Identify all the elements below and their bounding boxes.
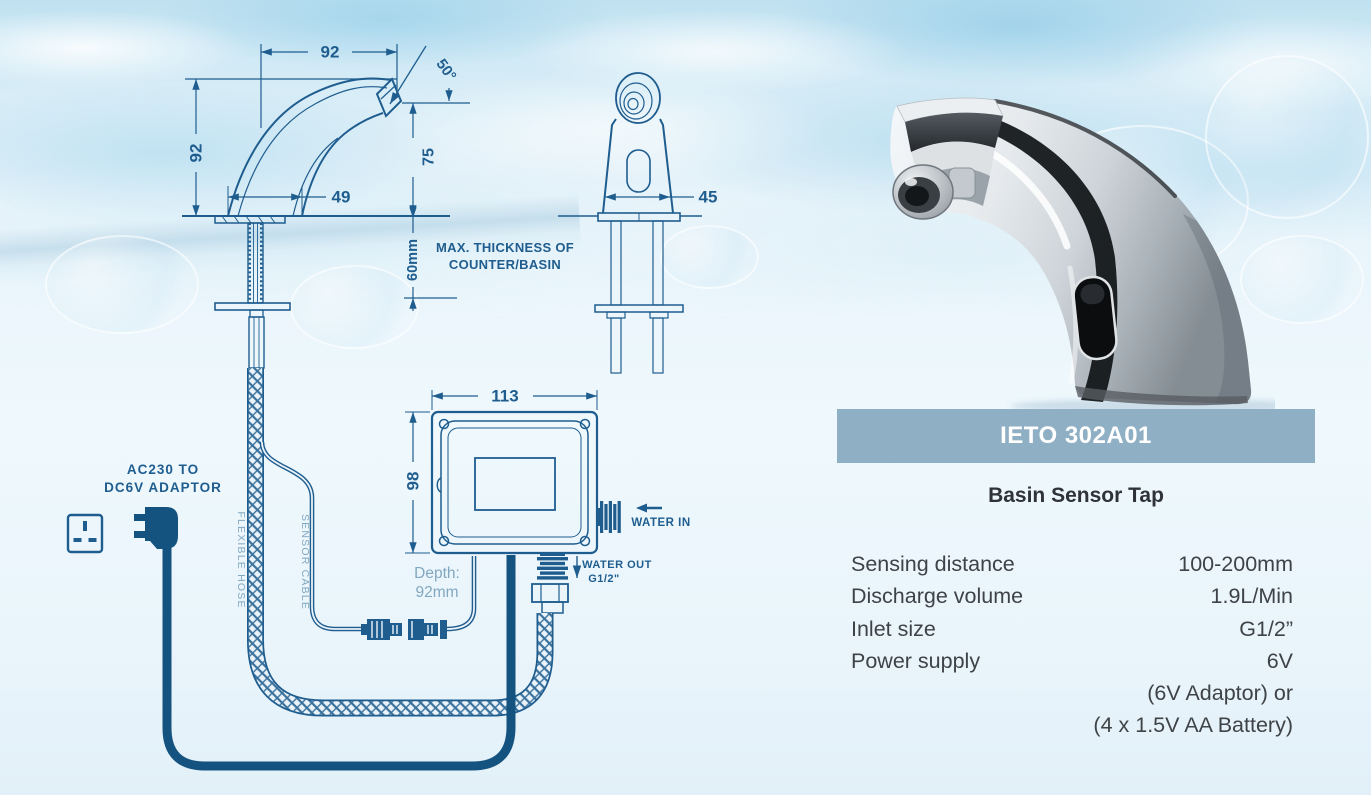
spec-table: Sensing distance 100-200mm Discharge vol…	[851, 548, 1293, 742]
control-box	[405, 390, 662, 614]
sensor-window	[1072, 275, 1118, 361]
spec-row: (6V Adaptor) or	[851, 677, 1293, 709]
spec-row: (4 x 1.5V AA Battery)	[851, 709, 1293, 741]
product-photo	[890, 97, 1275, 413]
front-view	[558, 72, 702, 374]
water-out-label-line2: G1/2"	[588, 573, 620, 585]
model-banner-text: IETO 302A01	[1000, 422, 1152, 449]
flexible-hose	[247, 368, 554, 717]
power-plug-icon	[134, 507, 178, 549]
water-out-label-line1: WATER OUT	[582, 559, 652, 571]
dim-counter-thickness-label: 60mm	[405, 239, 421, 281]
spec-row: Inlet size G1/2”	[851, 613, 1293, 645]
water-out-fitting	[537, 553, 568, 580]
spec-label: Power supply	[851, 648, 981, 673]
spec-row: Sensing distance 100-200mm	[851, 548, 1293, 580]
spec-value: (4 x 1.5V AA Battery)	[1093, 713, 1293, 738]
depth-label-line2: 92mm	[415, 584, 458, 601]
spec-label: Sensing distance	[851, 552, 1015, 576]
dim-height-left-label: 92	[187, 144, 206, 163]
spec-row: Power supply 6V	[851, 645, 1293, 677]
adaptor-label-line1: AC230 TO	[127, 462, 199, 477]
counter-note-line2: COUNTER/BASIN	[449, 257, 561, 272]
depth-label-line1: Depth:	[414, 565, 460, 582]
dim-angle-label: 50°	[432, 56, 459, 84]
model-banner: IETO 302A01	[837, 409, 1315, 463]
dim-top-width-label: 92	[321, 43, 340, 62]
sensor-cable	[259, 441, 477, 640]
product-name: Basin Sensor Tap	[988, 484, 1164, 507]
spec-label: Inlet size	[851, 616, 936, 641]
faucet-black-stripe	[973, 114, 1118, 402]
flexible-hose-label: FLEXIBLE HOSE	[235, 511, 247, 608]
connector-ribs	[371, 621, 433, 638]
power-cable	[162, 548, 516, 771]
sensor-cable-label: SENSOR CABLE	[299, 514, 311, 610]
cable-connector-icon	[361, 619, 447, 640]
dim-front-width-label: 45	[699, 188, 718, 207]
spec-label: Discharge volume	[851, 584, 1024, 609]
spec-value: 6V	[1266, 648, 1293, 673]
wall-socket-icon	[66, 513, 104, 554]
dim-box-width-label: 113	[491, 387, 518, 406]
spec-value: (6V Adaptor) or	[1147, 681, 1293, 706]
dim-box-height-label: 98	[404, 472, 423, 491]
water-in-label: WATER IN	[631, 517, 690, 529]
spec-row: Discharge volume 1.9L/Min	[851, 580, 1293, 612]
adaptor-label-line2: DC6V ADAPTOR	[104, 480, 222, 495]
aerator-icon	[892, 164, 954, 220]
technical-drawing: 92 50° 92 75 49 60mm MAX. THICKNESS OF C…	[66, 43, 718, 771]
water-in-fitting	[597, 501, 621, 533]
faucet-head	[892, 97, 1004, 220]
spec-value: 1.9L/Min	[1210, 584, 1293, 609]
counter-note-line1: MAX. THICKNESS OF	[436, 240, 574, 255]
spec-value: 100-200mm	[1178, 552, 1293, 576]
dim-height-right-label: 75	[421, 148, 438, 166]
dim-base-width-label: 49	[332, 188, 351, 207]
spec-value: G1/2”	[1239, 616, 1293, 641]
side-view	[182, 44, 470, 369]
